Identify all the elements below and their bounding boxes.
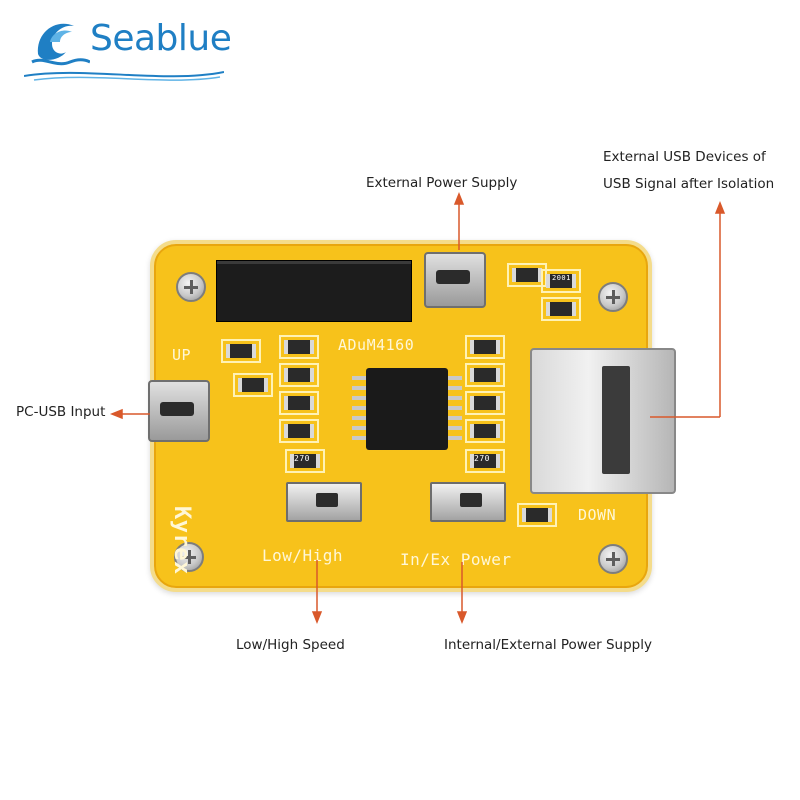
smd-component [541, 269, 581, 293]
brand-name: Seablue [90, 18, 232, 59]
callout-internal-external-power: Internal/External Power Supply [444, 637, 652, 653]
smd-component [541, 297, 581, 321]
smd-component [465, 335, 505, 359]
screw-top-right [598, 282, 628, 312]
resistor-code-alt: 2001 [552, 274, 571, 282]
switch2-label: In/Ex Power [400, 550, 512, 569]
pin-header [216, 260, 412, 322]
smd-component [233, 373, 273, 397]
low-high-speed-switch[interactable] [286, 482, 362, 522]
callout-usb-devices-line2: USB Signal after Isolation [603, 176, 775, 192]
pcb-board: 270 270 2001 ADuM4160 UP DOWN Low/High I… [148, 240, 676, 592]
callout-pc-usb-input: PC-USB Input [16, 404, 106, 420]
resistor-code: 270 [294, 454, 310, 463]
arrow-pc-usb-head [109, 408, 123, 420]
smd-component [517, 503, 557, 527]
smd-component [279, 363, 319, 387]
smd-component [279, 335, 319, 359]
smd-component [507, 263, 547, 287]
seablue-logo: Seablue [24, 12, 240, 82]
callout-low-high-speed: Low/High Speed [236, 637, 345, 653]
power-source-switch[interactable] [430, 482, 506, 522]
switch1-label: Low/High [262, 546, 344, 565]
arrow-power-switch-head [456, 611, 468, 625]
arrow-usb-devices-head [714, 200, 726, 214]
smd-component [465, 391, 505, 415]
screw-bottom-left [174, 542, 204, 572]
arrow-low-high-head [311, 611, 323, 625]
smd-component [465, 449, 505, 473]
smd-component [279, 391, 319, 415]
smd-component [285, 449, 325, 473]
pc-usb-input-port[interactable] [148, 380, 210, 442]
smd-component [279, 419, 319, 443]
down-label: DOWN [578, 506, 617, 524]
chip-label: ADuM4160 [338, 336, 415, 354]
smd-component [465, 363, 505, 387]
screw-bottom-right [598, 544, 628, 574]
smd-component [465, 419, 505, 443]
swoosh-icon [24, 71, 224, 81]
resistor-code: 270 [474, 454, 490, 463]
callout-usb-devices-line1: External USB Devices of [603, 149, 766, 165]
adum4160-chip [366, 368, 448, 450]
callout-external-power: External Power Supply [366, 175, 518, 191]
up-label: UP [172, 346, 192, 364]
smd-component [221, 339, 261, 363]
external-power-port[interactable] [424, 252, 486, 308]
wave-icon [31, 23, 91, 66]
arrow-external-power-head [453, 191, 465, 205]
usb-output-port[interactable] [530, 348, 676, 494]
screw-top-left [176, 272, 206, 302]
